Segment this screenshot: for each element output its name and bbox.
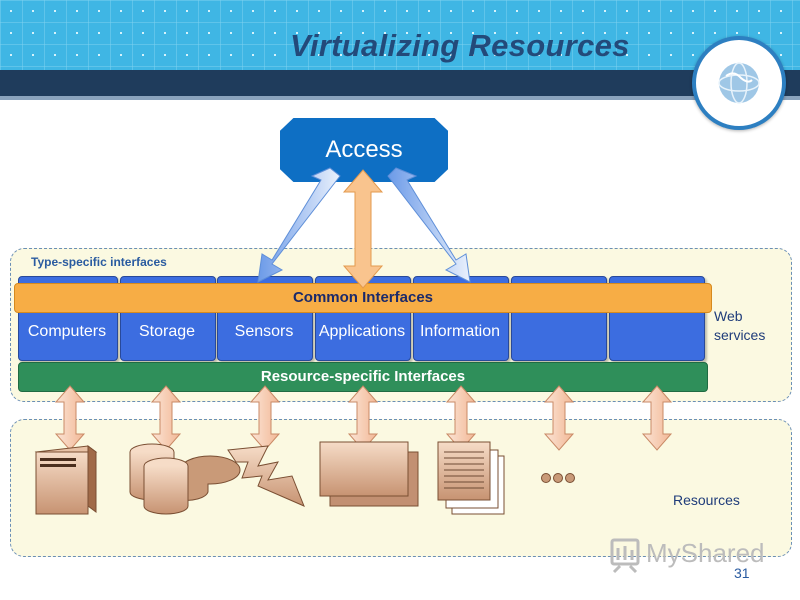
- cell-label-computers: Computers: [27, 323, 107, 340]
- access-arrow-right: [387, 167, 471, 283]
- globe-icon: [718, 62, 760, 104]
- web-services-line2: services: [714, 327, 766, 343]
- web-services-label: Web services: [714, 307, 765, 345]
- cell-label-information: Information: [419, 323, 501, 340]
- watermark-logo-icon: [610, 538, 640, 574]
- cell-label-applications: Applications: [318, 323, 406, 340]
- access-arrow-left: [257, 167, 341, 283]
- cell-label-storage: Storage: [138, 323, 196, 340]
- type-specific-label: Type-specific interfaces: [31, 255, 167, 269]
- header-divider: [0, 96, 800, 100]
- lightning-icon: [227, 445, 305, 507]
- server-icon: [34, 445, 98, 515]
- cell-label-sensors: Sensors: [234, 323, 294, 340]
- globe-logo: [692, 36, 786, 130]
- resources-label: Resources: [673, 492, 740, 508]
- database-icon: [129, 443, 241, 515]
- watermark-text: MyShared: [646, 538, 765, 568]
- application-window-icon: [319, 441, 419, 507]
- header-dark-band: [0, 70, 800, 96]
- slide-title: Virtualizing Resources: [290, 28, 630, 63]
- ellipsis-icon: [541, 473, 575, 483]
- header-grid-pattern: [0, 0, 800, 70]
- page-number: 31: [734, 565, 750, 581]
- access-arrow-center: [342, 169, 384, 289]
- resource-arrows: [54, 385, 673, 451]
- web-services-line1: Web: [714, 308, 743, 324]
- document-stack-icon: [437, 441, 505, 515]
- header-banner: [0, 0, 800, 70]
